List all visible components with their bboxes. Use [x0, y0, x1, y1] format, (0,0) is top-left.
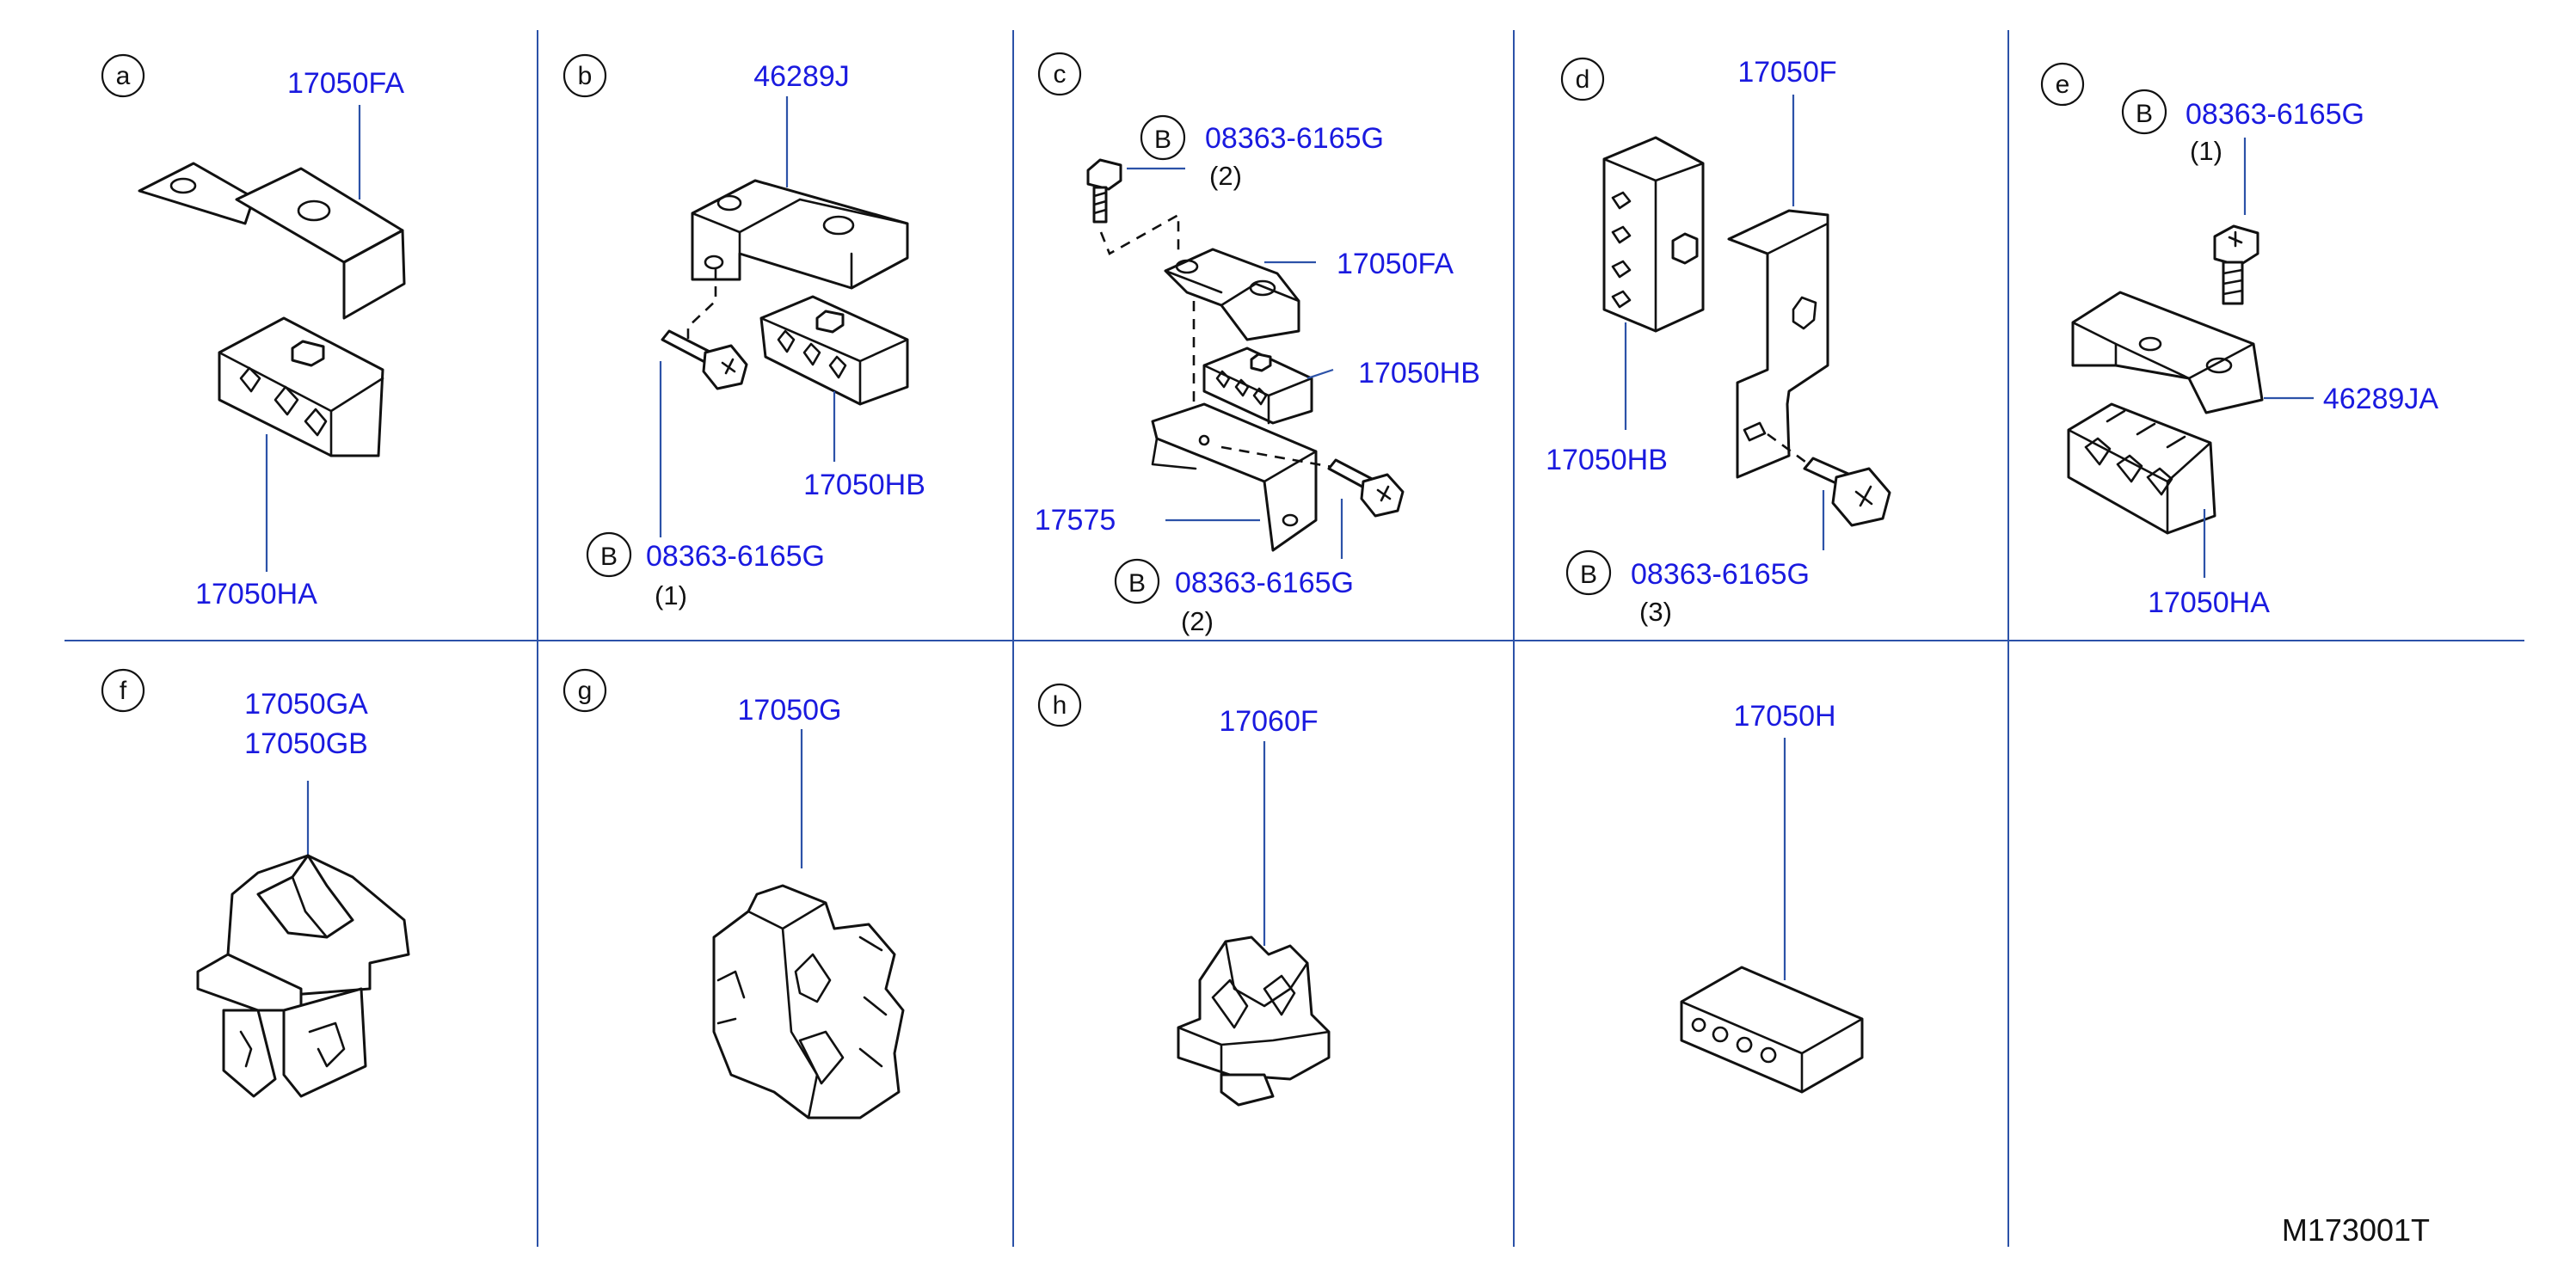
bracket-17050FA [138, 162, 406, 320]
clip-17050HB-d [1602, 136, 1705, 333]
bolt-part-label-e: 08363-6165G [2186, 98, 2364, 131]
bolt-qty-d: (3) [1639, 597, 1672, 627]
part-label-17575: 17575 [1035, 504, 1116, 537]
panel-h: h 17060F [1037, 683, 1331, 1107]
bracket-46289J [691, 179, 909, 290]
svg-text:B: B [600, 543, 618, 571]
bolt-qty-c-top: (2) [1209, 161, 1242, 191]
panel-b: b 46289J 17050HB B 08363-6 [563, 53, 925, 610]
panel-c: c B 08363-6165G (2) 17050FA [1035, 52, 1480, 636]
panel-e: e B 08363-6165G (1) 46289JA [2040, 62, 2439, 619]
bolt-qty-c: (2) [1181, 606, 1214, 636]
clip-17050GA [196, 854, 410, 1098]
panel-f: f 17050GA 17050GB [101, 668, 410, 1098]
svg-text:B: B [2136, 100, 2153, 128]
panel-a: a 17050FA 17050HA [101, 53, 406, 610]
part-label-17050G: 17050G [738, 694, 842, 727]
svg-text:f: f [120, 677, 127, 705]
bolt-symbol-b: B [586, 531, 632, 578]
panel-i: 17050H [1680, 700, 1864, 1094]
bolt-symbol-d: B [1565, 549, 1612, 596]
clip-17050HB [759, 295, 909, 406]
svg-text:h: h [1053, 691, 1067, 720]
clip-17050G [712, 884, 905, 1120]
part-label-17050HB-d: 17050HB [1546, 444, 1668, 476]
panel-letter-a: a [101, 53, 145, 98]
bolt-e [2213, 224, 2259, 305]
part-label-17050HB-c: 17050HB [1358, 357, 1480, 390]
bolt-symbol-e: B [2121, 89, 2167, 135]
part-label-17050HB: 17050HB [803, 469, 925, 501]
bracket-17050F [1727, 209, 1829, 479]
bolt-c [1327, 458, 1405, 518]
clip-17050HA [218, 316, 384, 457]
clip-17050HB-c [1202, 347, 1313, 425]
svg-text:d: d [1576, 65, 1590, 94]
panel-letter-g: g [563, 668, 607, 713]
svg-text:a: a [116, 62, 131, 90]
svg-text:c: c [1054, 60, 1067, 89]
bolt-part-label-c-top: 08363-6165G [1205, 122, 1384, 155]
bracket-17050FA-c [1164, 248, 1300, 341]
part-label-17050HA-e: 17050HA [2148, 586, 2270, 619]
part-label-17050GA: 17050GA [244, 688, 368, 721]
part-label-46289JA: 46289JA [2323, 383, 2439, 415]
svg-text:B: B [1580, 561, 1597, 589]
clip-17060F [1177, 936, 1331, 1107]
panel-letter-f: f [101, 668, 145, 713]
svg-text:B: B [1128, 569, 1146, 598]
panel-letter-c: c [1037, 52, 1082, 96]
part-label-17050FA-c: 17050FA [1337, 248, 1454, 280]
part-label-17050F: 17050F [1737, 56, 1836, 89]
bolt-d [1803, 457, 1891, 527]
bolt-symbol-c: B [1114, 558, 1160, 604]
bolt-symbol-c-top: B [1140, 114, 1186, 161]
bolt-part-label-d: 08363-6165G [1631, 558, 1810, 591]
part-label-17050GB: 17050GB [244, 727, 368, 760]
panel-letter-e: e [2040, 62, 2085, 107]
panel-grid [65, 30, 2524, 1247]
part-label-17050FA: 17050FA [287, 67, 404, 100]
part-label-17050H: 17050H [1733, 700, 1835, 733]
panel-g: g 17050G [563, 668, 905, 1120]
clip-17050H [1680, 966, 1864, 1094]
svg-text:g: g [578, 677, 593, 705]
clip-17050HA-e [2067, 402, 2216, 535]
bolt-b [661, 329, 748, 390]
bracket-17575 [1151, 402, 1318, 552]
panel-letter-d: d [1560, 57, 1605, 101]
part-label-17050HA: 17050HA [195, 578, 317, 610]
bolt-qty-b: (1) [655, 580, 687, 610]
panel-letter-h: h [1037, 683, 1082, 727]
bolt-part-label-c: 08363-6165G [1175, 567, 1354, 599]
bolt-part-label-b: 08363-6165G [646, 540, 825, 573]
panel-d: d 17050F 17050HB B 08363-6165G [1546, 56, 1891, 627]
svg-text:b: b [578, 62, 593, 90]
part-label-46289J: 46289J [753, 60, 850, 93]
diagram-code: M173001T [2282, 1212, 2430, 1248]
bolt-c-top [1086, 158, 1122, 224]
bolt-qty-e: (1) [2190, 136, 2222, 166]
bracket-46289JA [2071, 291, 2264, 414]
part-label-17060F: 17060F [1219, 705, 1318, 738]
svg-text:B: B [1154, 126, 1171, 154]
svg-text:e: e [2056, 71, 2070, 99]
panel-letter-b: b [563, 53, 607, 98]
